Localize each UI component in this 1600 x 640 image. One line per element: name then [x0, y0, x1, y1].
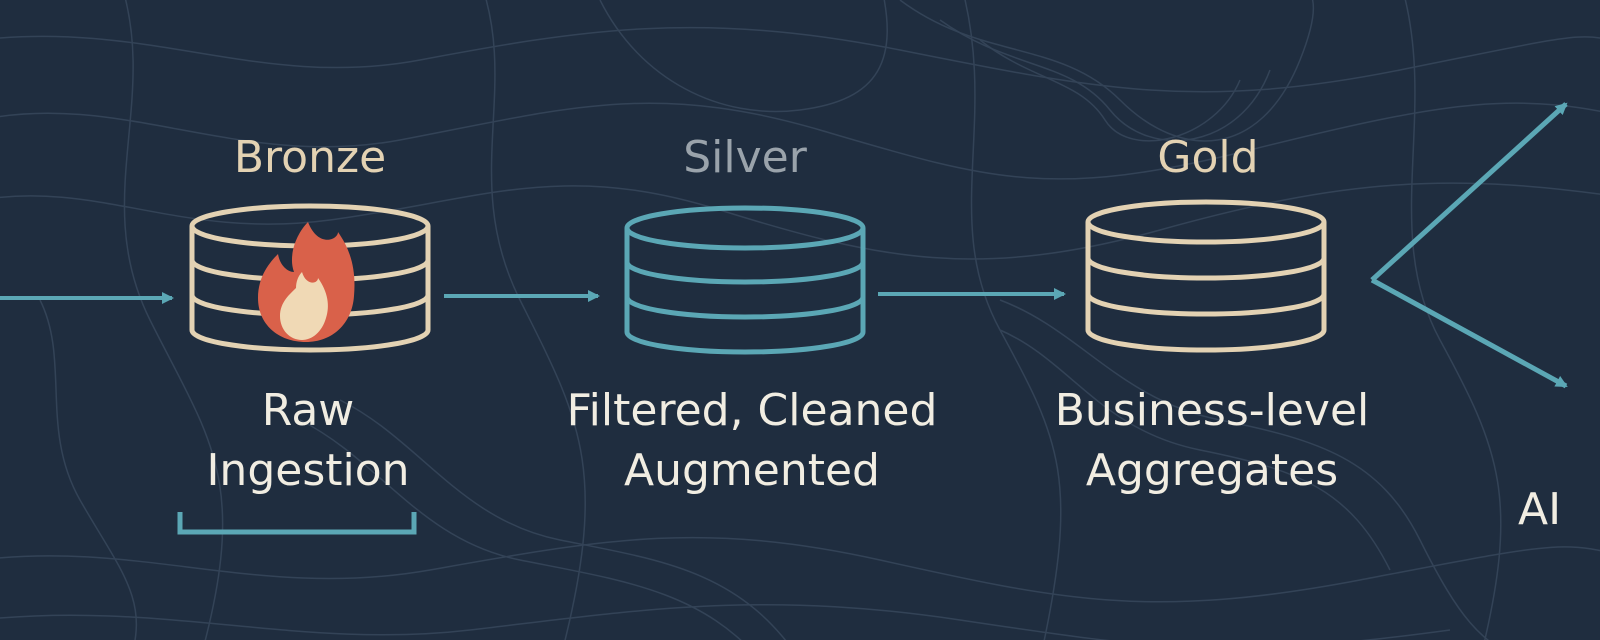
- gold-stage: Gold Business-level Aggregates: [1055, 132, 1370, 496]
- output-label-partial: AI: [1518, 484, 1561, 535]
- bronze-desc-line2: Ingestion: [206, 445, 409, 496]
- silver-stage: Silver Filtered, Cleaned Augmented: [567, 132, 938, 496]
- flame-icon: [258, 222, 355, 342]
- gold-title: Gold: [1157, 132, 1258, 183]
- silver-desc-line2: Augmented: [624, 445, 880, 496]
- bronze-stage: Bronze Raw Ingestion: [177, 132, 431, 535]
- bronze-desc-line1: Raw: [262, 385, 355, 436]
- bronze-bracket: [177, 512, 417, 535]
- gold-desc-line1: Business-level: [1055, 385, 1370, 436]
- silver-title: Silver: [683, 132, 807, 183]
- gold-database-icon: [1085, 199, 1327, 353]
- silver-database-icon: [624, 205, 866, 355]
- silver-desc-line1: Filtered, Cleaned: [567, 385, 938, 436]
- output-arrow-upper: [1370, 102, 1568, 282]
- output-arrow-lower: [1370, 277, 1568, 389]
- gold-desc-line2: Aggregates: [1086, 445, 1338, 496]
- bronze-title: Bronze: [234, 132, 386, 183]
- output-split-arrows: [1370, 102, 1568, 389]
